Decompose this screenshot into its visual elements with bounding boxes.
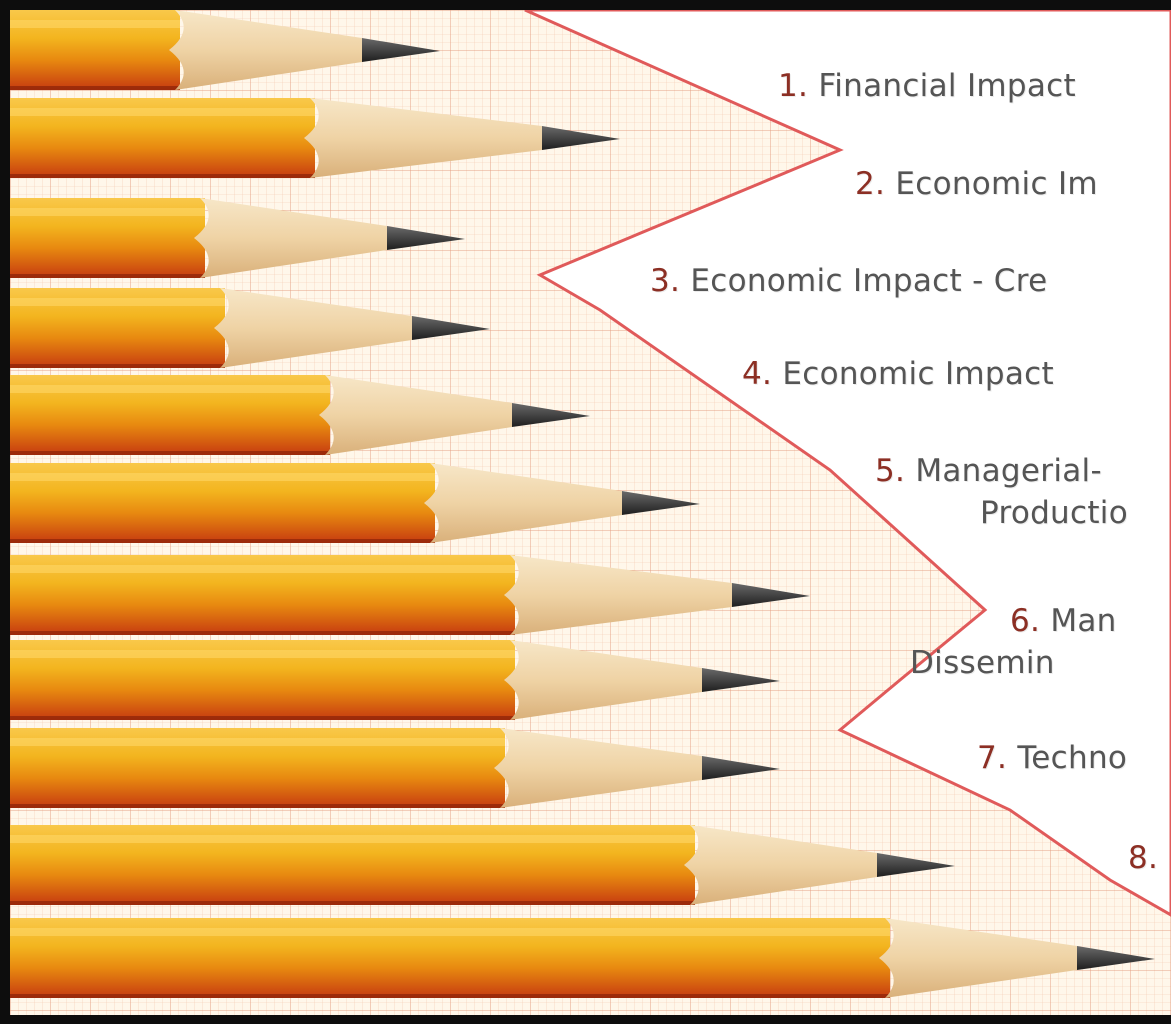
list-item-1: 1. Financial Impact xyxy=(778,68,1076,104)
pencil-wood-cone xyxy=(169,10,362,90)
list-item-number: 1. xyxy=(778,68,809,104)
list-item-line-2: Productio xyxy=(980,495,1128,531)
list-item-text: Economic Impact xyxy=(782,356,1054,392)
pencil-graphite-tip xyxy=(542,126,620,150)
list-item-line-1: 5. Managerial- xyxy=(875,450,1128,492)
pencil-seam xyxy=(10,539,435,543)
pencil-highlight xyxy=(10,650,515,658)
list-item-text: Economic Im xyxy=(895,166,1098,202)
pencil-highlight xyxy=(10,565,515,573)
pencil-seam xyxy=(10,804,505,808)
pencil-wood-cone xyxy=(424,463,622,543)
list-item-text: Economic Impact - Cre xyxy=(690,263,1048,299)
pencil-graphite-tip xyxy=(412,316,490,340)
pencil-illustration: 1. Financial Impact 2. Economic Im 3. Econ… xyxy=(10,10,1171,1015)
list-item-number: 5. xyxy=(875,453,906,489)
pencil-graphite-tip xyxy=(387,226,465,250)
zigzag-white-panel xyxy=(524,10,1171,917)
pencil-graphite-tip xyxy=(877,853,955,877)
list-item-text: Managerial- xyxy=(915,453,1102,489)
pencil-seam xyxy=(10,364,225,368)
list-item-5: 5. Managerial-Productio xyxy=(875,450,1128,534)
list-item-text: Man xyxy=(1050,603,1117,639)
pencil-seam xyxy=(10,86,180,90)
pencil-highlight xyxy=(10,835,695,843)
pencil-wood-cone xyxy=(214,288,412,368)
pencil-seam xyxy=(10,274,205,278)
list-item-number: 6. xyxy=(1010,603,1041,639)
pencil-graphite-tip xyxy=(622,491,700,515)
list-item-line-2: Dissemin xyxy=(910,645,1055,681)
list-item-text: Techno xyxy=(1017,740,1128,776)
pencil-wood-cone xyxy=(494,728,702,808)
pencil-graphite-tip xyxy=(732,583,810,607)
list-item-7: 7. Techno xyxy=(977,740,1127,776)
pencil-highlight xyxy=(10,20,180,28)
pencil-graphite-tip xyxy=(362,38,440,62)
pencil-seam xyxy=(10,631,515,635)
pencil-seam xyxy=(10,994,890,998)
pencil-seam xyxy=(10,451,330,455)
pencil-wood-cone xyxy=(504,640,702,720)
pencil-highlight xyxy=(10,473,435,481)
list-item-text: Financial Impact xyxy=(818,68,1076,104)
pencil-highlight xyxy=(10,208,205,216)
pencil-wood-cone xyxy=(684,825,877,905)
pencil-wood-cone xyxy=(304,98,542,178)
pencil-seam xyxy=(10,901,695,905)
pencil-graphite-tip xyxy=(512,403,590,427)
list-item-3: 3. Economic Impact - Cre xyxy=(650,263,1047,299)
pencil-seam xyxy=(10,174,315,178)
list-item-number: 7. xyxy=(977,740,1008,776)
list-item-number: 2. xyxy=(855,166,886,202)
list-item-number: 4. xyxy=(742,356,773,392)
list-item-4: 4. Economic Impact xyxy=(742,356,1054,392)
list-item-2: 2. Economic Im xyxy=(855,166,1098,202)
pencil-graphite-tip xyxy=(702,668,780,692)
pencil-wood-cone xyxy=(504,555,732,635)
pencils-group xyxy=(10,10,1155,998)
pencil-seam xyxy=(10,716,515,720)
pencil-graphite-tip xyxy=(702,756,780,780)
pencil-wood-cone xyxy=(319,375,512,455)
pencil-highlight xyxy=(10,928,890,936)
list-item-number: 3. xyxy=(650,263,681,299)
list-item-8: 8. xyxy=(1128,840,1158,876)
pencil-wood-cone xyxy=(194,198,387,278)
pencil-highlight xyxy=(10,108,315,116)
pencils-artwork xyxy=(10,10,1171,1015)
pencil-graphite-tip xyxy=(1077,946,1155,970)
list-item-line-1: 6. Man xyxy=(1010,600,1117,642)
pencil-highlight xyxy=(10,385,330,393)
pencil-highlight xyxy=(10,738,505,746)
pencil-wood-cone xyxy=(879,918,1077,998)
list-item-number: 8. xyxy=(1128,840,1159,876)
pencil-highlight xyxy=(10,298,225,306)
